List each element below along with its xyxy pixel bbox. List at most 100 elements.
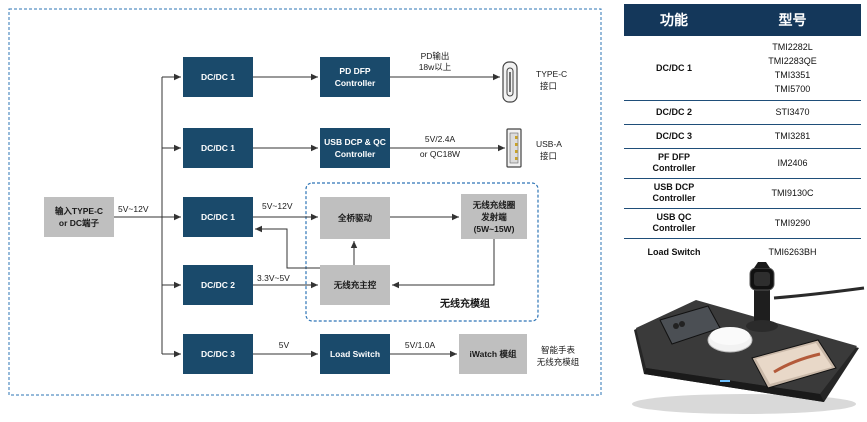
model-text: STI3470 [775, 106, 810, 117]
function-text: DC/DC 1 [655, 62, 692, 73]
input-box [44, 197, 114, 237]
earbuds-case-shape [707, 327, 753, 353]
function-text: PF DFP [657, 152, 690, 162]
phone-right-shape [751, 339, 837, 389]
input-label-line2: or DC端子 [59, 218, 100, 228]
typec-label-line2: 接口 [540, 81, 557, 91]
model-cell: TMI3281 [724, 124, 861, 149]
iwatch-module-label: iWatch 模组 [470, 349, 517, 359]
usba-label-line1: USB-A [536, 139, 562, 149]
dcdc1-box-a [183, 57, 253, 97]
function-text: Controller [652, 163, 696, 173]
coil-label-line3: (5W~15W) [474, 224, 515, 234]
table-row: Load Switch TMI6263BH [624, 238, 861, 266]
model-text: TMI3351 [774, 69, 811, 80]
function-cell: DC/DC 3 [624, 124, 724, 149]
model-text: IM2406 [777, 157, 808, 168]
dcdc3-voltage-label: 5V [279, 340, 290, 350]
cable-shape [773, 286, 865, 300]
watch-label-line2: 无线充模组 [537, 357, 580, 367]
wireless-module-frame [305, 182, 539, 322]
pd-output-note-line2: 18w以上 [419, 62, 452, 72]
pd-controller-box [320, 57, 390, 97]
coil-box [461, 194, 527, 239]
function-cell: DC/DC 1 [624, 36, 724, 101]
diagram-frame [8, 8, 602, 396]
pad-indicator-light [720, 380, 730, 382]
model-text: TMI2282L [772, 41, 813, 52]
usba-label-line2: 接口 [540, 151, 557, 161]
table-row: USB QC Controller TMI9290 [624, 208, 861, 239]
input-label-line1: 输入TYPE-C [55, 206, 103, 216]
function-text: Controller [652, 193, 696, 203]
function-cell: PF DFP Controller [624, 148, 724, 179]
function-cell: DC/DC 2 [624, 100, 724, 125]
bridge-drive-box [320, 197, 390, 239]
dcdc3-label: DC/DC 3 [201, 349, 235, 359]
model-text: TMI9130C [771, 187, 814, 198]
load-switch-label: Load Switch [330, 349, 380, 359]
model-text: TMI2283QE [768, 55, 817, 66]
pd-controller-line2: Controller [335, 78, 376, 88]
model-text: TMI6263BH [768, 247, 817, 258]
function-cell: USB QC Controller [624, 208, 724, 239]
coil-to-main-line [392, 239, 495, 289]
model-text: TMI3281 [774, 130, 811, 141]
function-cell: Load Switch [624, 238, 724, 266]
coil-label-line2: 发射端 [480, 212, 507, 222]
usba-connector-icon [506, 128, 522, 168]
model-text: TMI5700 [774, 83, 811, 94]
function-text: Load Switch [647, 247, 701, 258]
dcdc1-label-a: DC/DC 1 [201, 72, 235, 82]
function-text: DC/DC 2 [655, 106, 692, 117]
header-model: 型号 [724, 4, 861, 36]
wireless-module-label: 无线充模组 [439, 297, 490, 310]
table-row: PF DFP Controller IM2406 [624, 148, 861, 179]
usb-output-note-line1: 5V/2.4A [425, 134, 456, 144]
pad-edge-highlight [644, 368, 824, 402]
usb-controller-line2: Controller [335, 149, 376, 159]
dcdc1-box-c [183, 197, 253, 237]
model-cell: TMI9130C [724, 178, 861, 209]
function-text: Controller [652, 223, 696, 233]
function-text: DC/DC 3 [655, 130, 692, 141]
function-cell: USB DCP Controller [624, 178, 724, 209]
typec-connector-icon [502, 61, 518, 103]
dcdc2-box [183, 265, 253, 305]
usb-output-note-line2: or QC18W [420, 149, 460, 159]
model-cell: TMI2282L TMI2283QE TMI3351 TMI5700 [724, 36, 861, 101]
typec-label-line1: TYPE-C [536, 69, 567, 79]
input-voltage-label: 5V~12V [118, 204, 149, 214]
model-cell: IM2406 [724, 148, 861, 179]
wireless-main-label: 无线充主控 [333, 280, 377, 290]
model-cell: STI3470 [724, 100, 861, 125]
model-cell: TMI6263BH [724, 238, 861, 266]
phone-left-shape [659, 305, 721, 345]
table-header-row: 功能 型号 [624, 4, 861, 36]
block-diagram: 输入TYPE-C or DC端子 5V~12V DC/DC 1 DC/DC 1 … [8, 8, 602, 396]
charging-pad-image [632, 262, 865, 414]
dcdc2-voltage-label: 3.3V~5V [257, 273, 290, 283]
load-switch-box [320, 334, 390, 374]
pd-controller-line1: PD DFP [339, 66, 371, 76]
model-text: TMI9290 [774, 217, 811, 228]
bridge-drive-label: 全桥驱动 [337, 213, 373, 223]
dcdc2-label: DC/DC 2 [201, 280, 235, 290]
iwatch-voltage-label: 5V/1.0A [405, 340, 436, 350]
main-to-dcdc1-line [255, 225, 320, 269]
usb-controller-box [320, 128, 390, 168]
model-cell: TMI9290 [724, 208, 861, 239]
header-function: 功能 [624, 4, 724, 36]
wireless-main-box [320, 265, 390, 305]
spec-table: 功能 型号 DC/DC 1 TMI2282L TMI2283QE TMI3351… [624, 4, 861, 266]
pad-shadow [632, 394, 856, 414]
dcdc1-box-b [183, 128, 253, 168]
function-text: USB QC [656, 212, 692, 222]
usb-controller-line1: USB DCP & QC [324, 137, 386, 147]
watch-label-line1: 智能手表 [541, 345, 576, 355]
pd-output-note-line1: PD输出 [421, 51, 450, 61]
iwatch-module-box [459, 334, 527, 374]
watch-stand-shape [746, 262, 778, 332]
table-row: DC/DC 3 TMI3281 [624, 124, 861, 149]
dcdc3-box [183, 334, 253, 374]
